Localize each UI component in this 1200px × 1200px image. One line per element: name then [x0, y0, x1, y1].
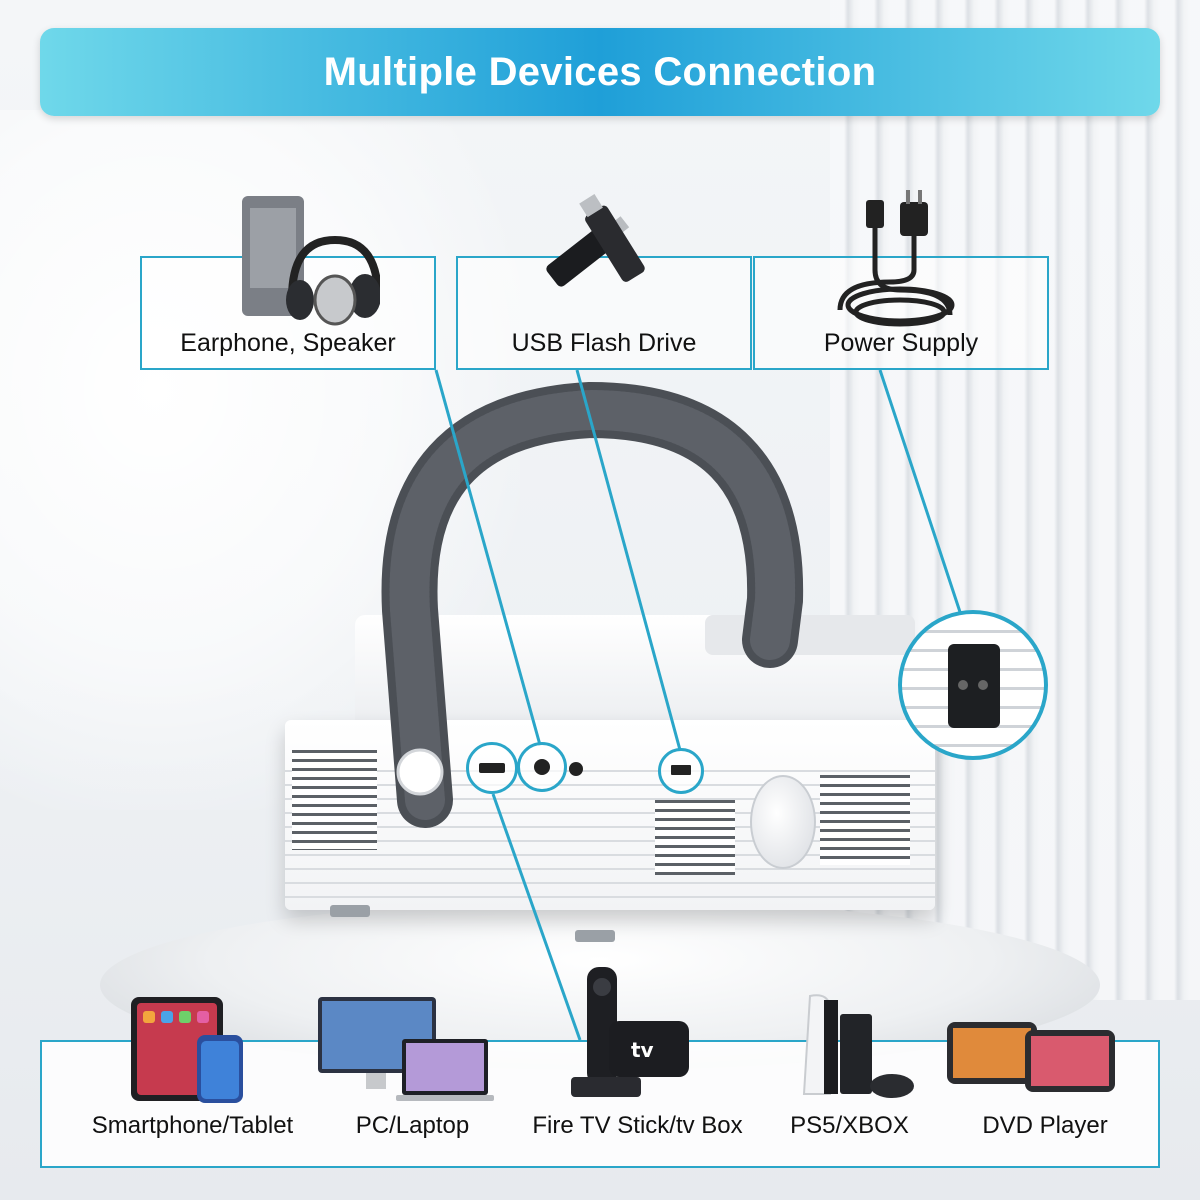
speaker-headphones-icon: [242, 196, 380, 326]
projector-foot: [330, 905, 370, 917]
device-label: DVD Player: [982, 1112, 1108, 1139]
projector-foot: [575, 930, 615, 942]
device-box-power-supply: Power Supply: [753, 256, 1049, 370]
audio-port-highlight: [517, 742, 567, 792]
front-vent: [655, 800, 735, 875]
power-cord-icon: [837, 190, 955, 327]
device-label: Earphone, Speaker: [180, 329, 396, 357]
fire-tv-stick-icon: tv: [571, 967, 689, 1097]
title-banner: Multiple Devices Connection: [40, 28, 1160, 116]
projector-lens-cover: [705, 615, 915, 655]
power-port-inset: [898, 610, 1048, 760]
ir-sensor: [569, 762, 583, 776]
device-label: PS5/XBOX: [790, 1112, 909, 1139]
power-socket: [948, 644, 1000, 728]
hdmi-port-highlight: [466, 742, 518, 794]
left-vent: [292, 750, 377, 850]
game-console-icon: [802, 994, 914, 1098]
device-label: Smartphone/Tablet: [91, 1112, 294, 1139]
device-label: Fire TV Stick/tv Box: [532, 1112, 743, 1139]
focus-knob: [750, 775, 816, 869]
device-label: Power Supply: [823, 329, 979, 357]
device-box-usb-flash-drive: USB Flash Drive: [456, 256, 752, 370]
device-label: PC/Laptop: [355, 1112, 470, 1139]
dvd-player-icon: [947, 1022, 1115, 1092]
tv-box-brand: tv: [631, 1038, 654, 1062]
right-vent: [820, 775, 910, 865]
banner-title: Multiple Devices Connection: [323, 49, 877, 94]
usb-drive-icon: [546, 194, 645, 287]
smartphone-tablet-icon: [131, 997, 243, 1103]
device-label: USB Flash Drive: [511, 329, 697, 357]
pc-laptop-icon: [318, 997, 494, 1101]
